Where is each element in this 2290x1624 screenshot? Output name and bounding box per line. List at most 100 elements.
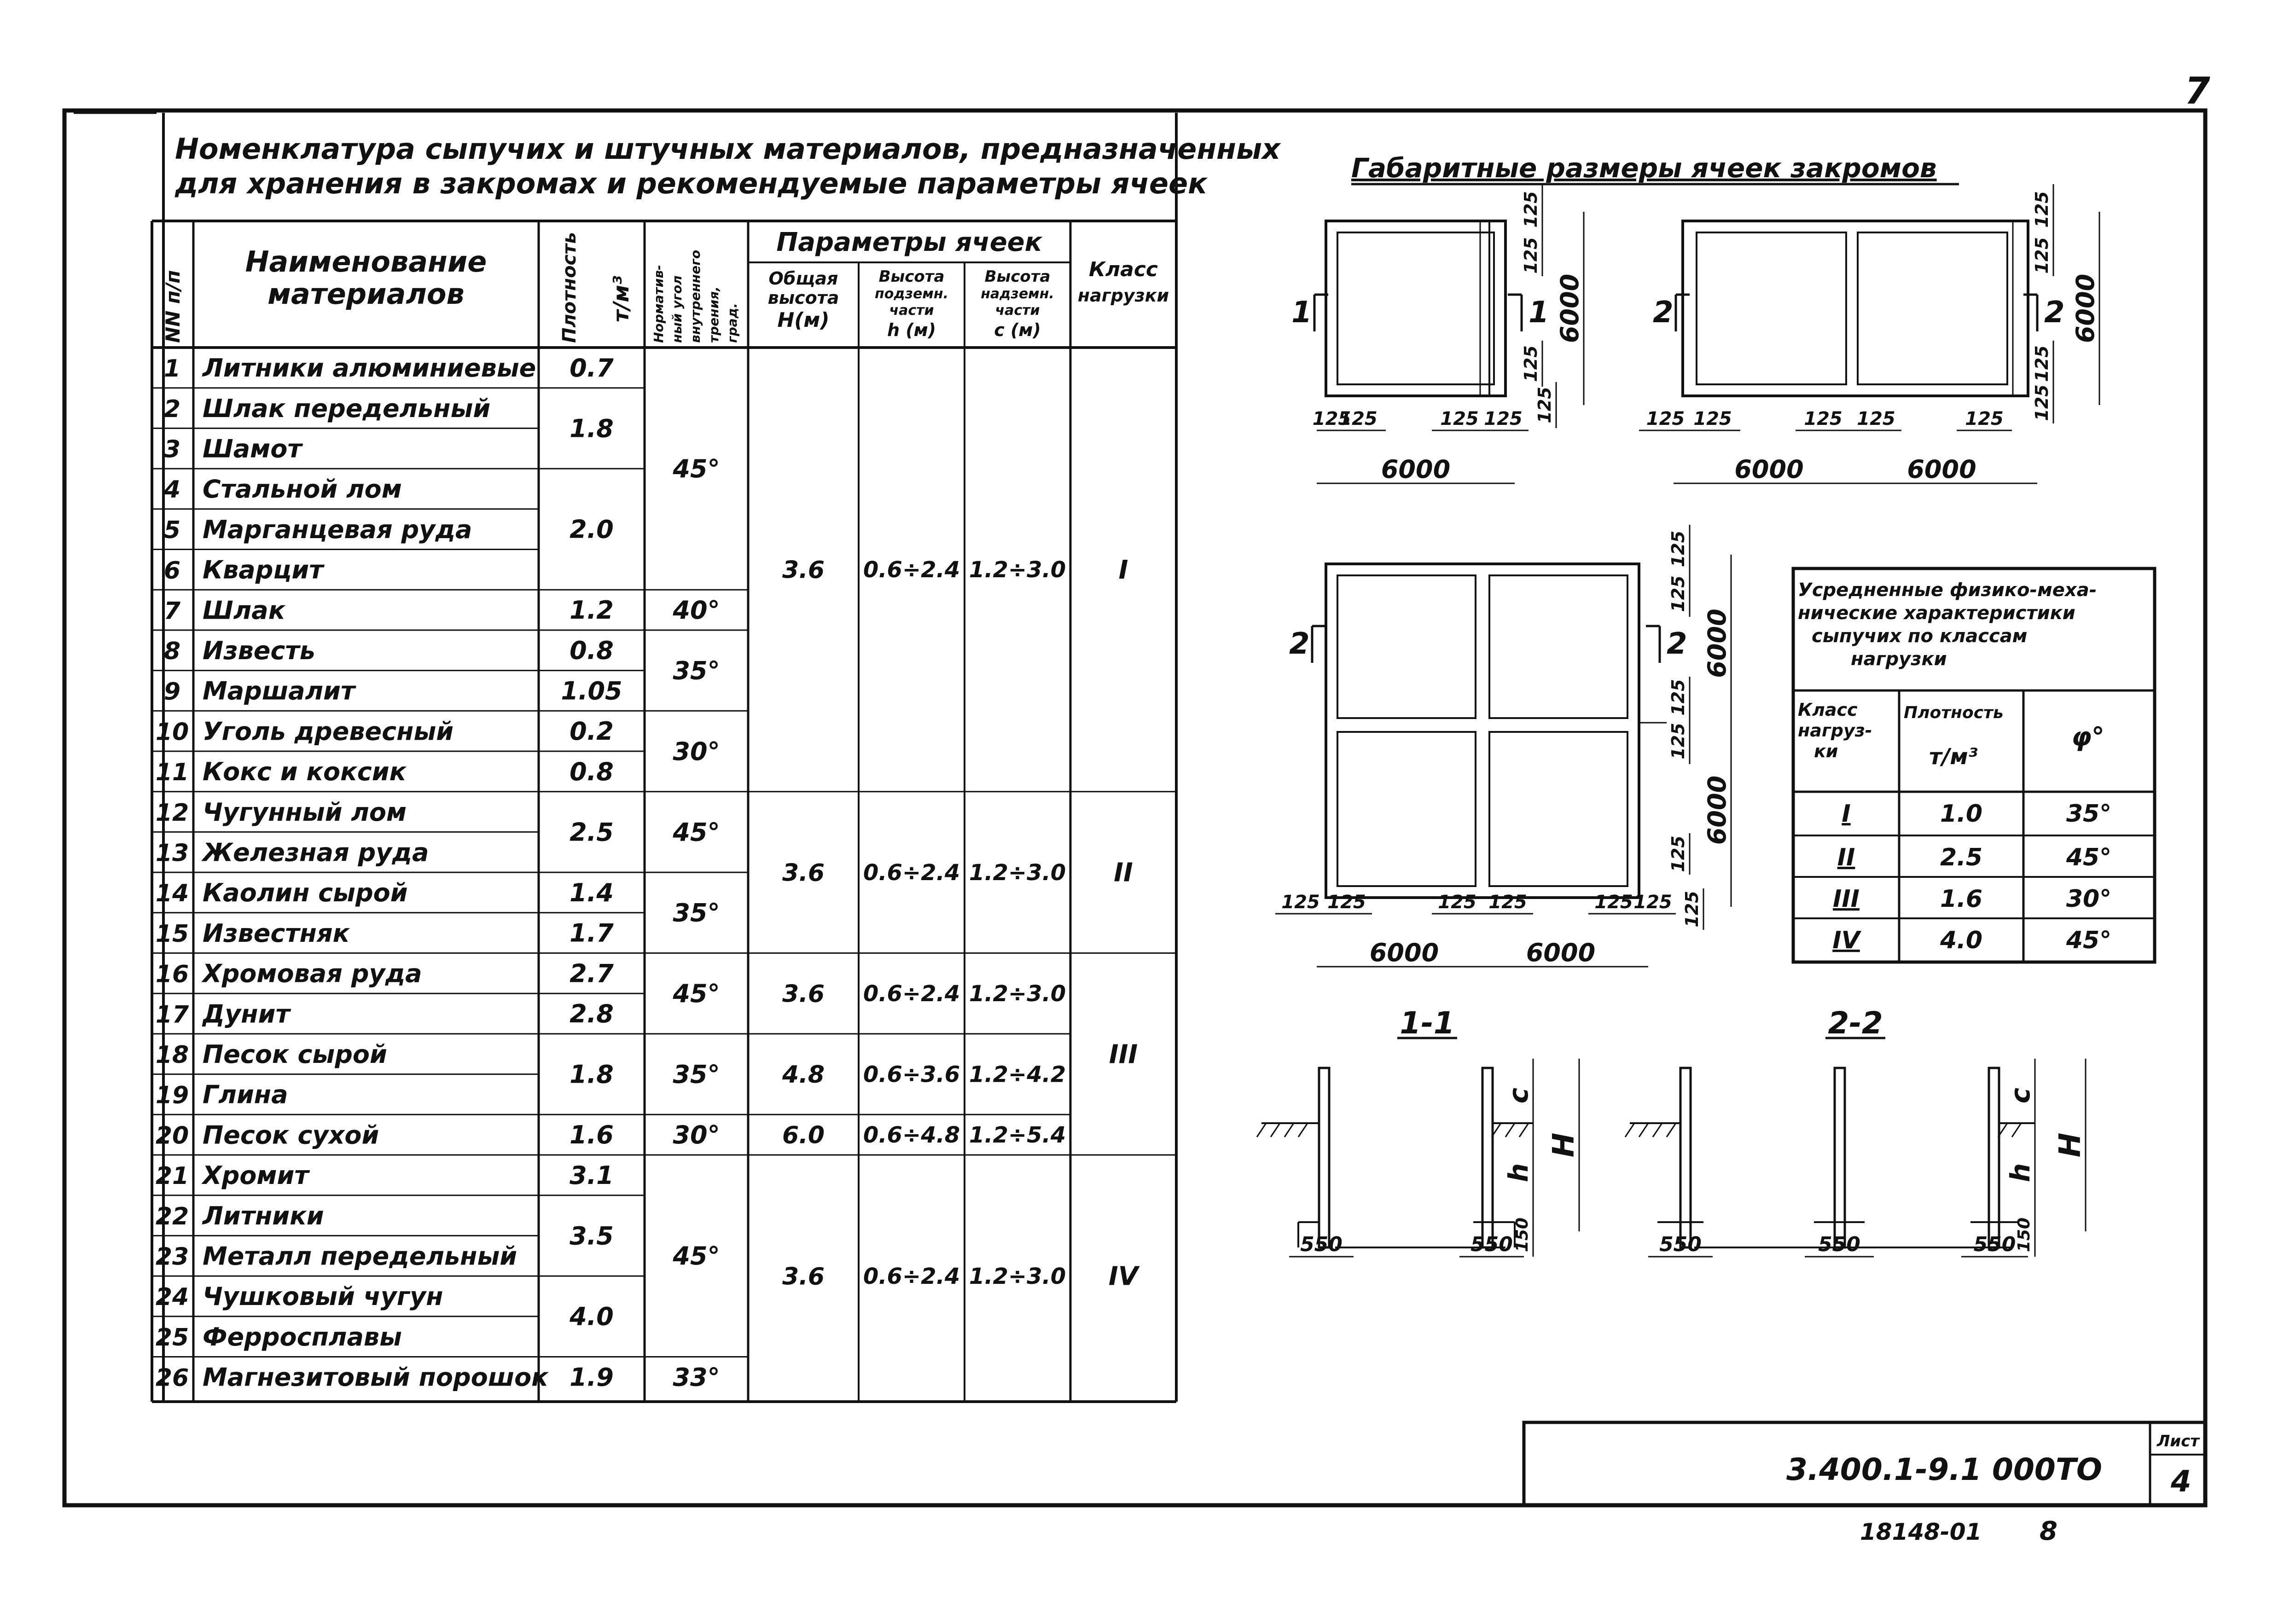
material-name: Песок сухой	[203, 1120, 379, 1149]
density-value: 2.8	[570, 999, 614, 1028]
density-value: 1.8	[570, 414, 614, 443]
dim-label: 6000	[1907, 455, 1976, 484]
material-name: Марганцевая руда	[203, 515, 472, 544]
section-mark: 2	[1667, 627, 1687, 661]
dim-label: 6000	[1526, 938, 1595, 967]
dim-label: 150	[2015, 1218, 2034, 1252]
stamp-sheet-label: Лист	[2156, 1432, 2200, 1450]
title-stamp: 3.400.1-9.1 000ТО Лист 4	[1522, 1421, 2207, 1507]
props-h-class: Класс	[1798, 700, 1858, 720]
material-name: Известняк	[203, 919, 350, 948]
row-number: 10	[156, 718, 189, 746]
row-number: 21	[156, 1162, 189, 1190]
dim-label: 125	[1521, 237, 1541, 273]
row-number: 25	[156, 1324, 189, 1351]
dim-label: 6000	[1703, 609, 1732, 678]
under-height-value: 0.6÷2.4	[863, 981, 960, 1007]
density-value: 1.8	[570, 1060, 614, 1089]
material-name: Каолин сырой	[203, 878, 408, 907]
material-name: Песок сырой	[203, 1040, 387, 1069]
density-value: 1.05	[561, 676, 622, 705]
dim-label: H	[1547, 1133, 1581, 1158]
hdr-class-2: нагрузки	[1078, 285, 1169, 306]
material-name: Магнезитовый порошок	[203, 1363, 549, 1392]
dim-label: c	[1503, 1088, 1534, 1103]
under-height-value: 0.6÷3.6	[863, 1061, 960, 1087]
dim-label: 125	[1668, 575, 1688, 612]
total-height-value: 3.6	[782, 980, 825, 1008]
material-name: Кварцит	[203, 556, 325, 585]
dim-label: 125	[1521, 345, 1541, 382]
angle-value: 30°	[673, 737, 720, 766]
under-height-value: 0.6÷2.4	[863, 1264, 960, 1289]
props-density: 4.0	[1940, 927, 1982, 954]
angle-value: 45°	[672, 1241, 720, 1270]
hdr-angle: Норматив-	[651, 265, 666, 343]
plan-single-cell	[1325, 220, 1507, 397]
row-number: 23	[156, 1243, 189, 1271]
density-value: 0.2	[570, 717, 614, 746]
row-number: 13	[156, 840, 189, 867]
row-number: 8	[164, 638, 180, 665]
hdr-under-height-4: h (м)	[887, 320, 936, 340]
material-name: Шлак	[203, 596, 286, 625]
load-class-value: II	[1114, 858, 1133, 888]
props-class: III	[1833, 885, 1860, 913]
angle-value: 35°	[673, 899, 720, 928]
density-value: 2.7	[570, 959, 614, 988]
row-number: 26	[156, 1364, 189, 1392]
angle-value: 40°	[672, 596, 720, 625]
dim-label: 6000	[1703, 776, 1732, 845]
archive-page: 8	[2040, 1516, 2058, 1546]
dim-label: 125	[1313, 408, 1351, 429]
props-density: 1.6	[1940, 885, 1982, 913]
sheet-frame	[62, 108, 2208, 1508]
dim-label: h	[1503, 1163, 1534, 1182]
row-number: 11	[156, 759, 189, 786]
props-class: II	[1837, 844, 1855, 871]
dim-label: 125	[1646, 408, 1685, 429]
material-name: Шамот	[203, 435, 303, 464]
density-value: 3.1	[570, 1161, 614, 1190]
dim-label: 125	[2032, 345, 2052, 382]
cell-dimension-drawings: Габаритные размеры ячеек закромов 600012…	[1256, 152, 2100, 1258]
material-name: Глина	[203, 1080, 288, 1109]
dim-label: 6000	[1555, 274, 1584, 343]
stamp-code: 3.400.1-9.1 000ТО	[1786, 1452, 2102, 1487]
density-value: 0.7	[570, 354, 614, 383]
dim-label: 125	[1668, 531, 1688, 567]
row-number: 12	[156, 799, 189, 827]
row-number: 24	[156, 1283, 189, 1311]
under-height-value: 0.6÷2.4	[863, 557, 960, 583]
hdr-total-height: Общая	[769, 268, 838, 289]
dim-label: 125	[1281, 892, 1320, 913]
row-number: 20	[156, 1122, 189, 1149]
row-number: 3	[164, 436, 180, 464]
hdr-angle-3: внутреннего	[688, 250, 703, 343]
angle-value: 45°	[672, 979, 720, 1008]
under-height-value: 0.6÷2.4	[863, 860, 960, 886]
total-height-value: 4.8	[782, 1061, 825, 1089]
props-title-1: Усредненные физико-меха-	[1798, 580, 2097, 601]
section-mark: 2	[2044, 296, 2065, 330]
table-title-2: для хранения в закромах и рекомендуемые …	[174, 167, 1208, 200]
props-class: IV	[1832, 927, 1861, 954]
density-value: 0.8	[570, 757, 614, 786]
dim-label: 125	[1633, 892, 1672, 913]
density-value: 1.4	[570, 878, 614, 907]
dim-label: 125	[1804, 408, 1842, 429]
dim-label: 125	[1488, 892, 1527, 913]
dim-label: 125	[1594, 892, 1633, 913]
under-height-value: 0.6÷4.8	[863, 1122, 960, 1148]
above-height-value: 1.2÷3.0	[969, 981, 1066, 1007]
hdr-under-height-2: подземн.	[875, 286, 948, 302]
density-value: 0.8	[570, 636, 614, 665]
row-number: 5	[164, 516, 180, 544]
angle-value: 35°	[673, 1060, 720, 1089]
props-h-angle: φ°	[2071, 722, 2104, 752]
density-value: 2.5	[570, 818, 614, 847]
props-angle: 35°	[2066, 800, 2111, 828]
table-title-1: Номенклатура сыпучих и штучных материало…	[175, 132, 1281, 166]
